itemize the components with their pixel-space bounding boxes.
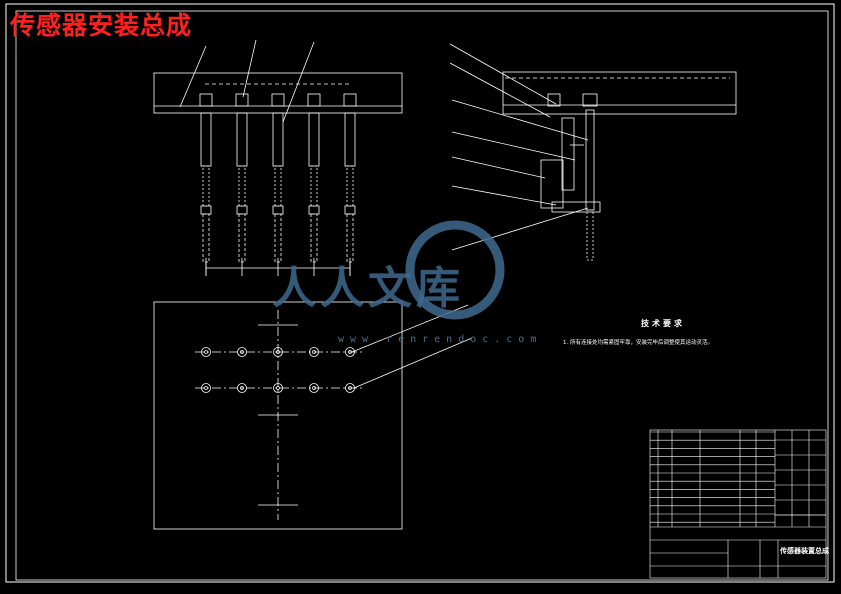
sensor-assembly [343, 93, 357, 276]
mounting-hole [309, 383, 319, 393]
technical-requirements-heading: 技术要求 [641, 319, 685, 328]
hex-nut [343, 93, 357, 107]
sensor-assembly [271, 93, 285, 276]
hole-center [276, 350, 280, 354]
side-leader-1 [449, 43, 557, 105]
hole-center [348, 350, 352, 354]
hole-grid [201, 324, 355, 506]
sensor-assembly [199, 93, 213, 276]
hole-center [348, 386, 352, 390]
hole-center [204, 386, 208, 390]
sensor-upper-body [236, 112, 248, 167]
watermark-ring [405, 220, 505, 320]
hole-center [312, 386, 316, 390]
side-base [551, 201, 601, 213]
sensor-lower-rod [238, 213, 246, 263]
watermark-brand: 人人文库 [272, 263, 464, 314]
hex-nut [235, 93, 249, 107]
watermark-url: www.renrendoc.com [338, 334, 543, 345]
mounting-hole [309, 347, 319, 357]
hole-center [312, 350, 316, 354]
sensor-upper-body [308, 112, 320, 167]
side-leader-7 [451, 207, 589, 251]
leader-3 [282, 41, 315, 123]
sensor-upper-body [272, 112, 284, 167]
sensor-lock-nut [200, 205, 212, 215]
leader-2 [242, 39, 257, 98]
mounting-hole [201, 383, 211, 393]
sensor-lock-nut [236, 205, 248, 215]
sensor-assembly [307, 93, 321, 276]
side-rod [585, 109, 595, 211]
sensor-threaded-rod [202, 165, 210, 207]
sensor-upper-body [200, 112, 212, 167]
mounting-hole [345, 347, 355, 357]
hex-nut [199, 93, 213, 107]
side-plate [502, 71, 737, 115]
sensor-upper-body [344, 112, 356, 167]
hole-center [240, 350, 244, 354]
sensor-row [199, 93, 357, 276]
plan-plate [153, 301, 403, 530]
plan-view [153, 301, 473, 530]
hole-center [276, 386, 280, 390]
sensor-lower-rod [202, 213, 210, 263]
outer-frame [5, 3, 835, 583]
mounting-hole [237, 383, 247, 393]
sensor-lock-nut [308, 205, 320, 215]
side-leader-5 [451, 156, 546, 179]
watermark [405, 220, 505, 320]
hole-center [240, 386, 244, 390]
technical-requirement-note: 1. 所有连接处均需紧固牢靠，安装完毕后调整使其运动灵活。 [563, 340, 713, 346]
mounting-hole [237, 347, 247, 357]
side-leader-4 [451, 131, 576, 161]
side-leader-3 [451, 99, 589, 141]
hole-center [204, 350, 208, 354]
sensor-assembly [235, 93, 249, 276]
mounting-hole [201, 347, 211, 357]
front-view [153, 39, 403, 276]
sensor-lock-nut [272, 205, 284, 215]
hex-nut [271, 93, 285, 107]
side-leader-2 [449, 62, 551, 118]
side-rod-thread [586, 209, 594, 261]
side-nut-left [547, 93, 561, 107]
drawing-title: 传感器安装总成 [10, 11, 193, 40]
parts-list [650, 430, 826, 527]
mounting-plate [153, 72, 403, 114]
hex-nut [307, 93, 321, 107]
side-view [449, 43, 737, 261]
sensor-lock-nut [344, 205, 356, 215]
titleblock-drawing-name: 传感器装置总成 [780, 547, 829, 555]
leader-1 [179, 45, 207, 108]
title-block [649, 429, 827, 579]
sensor-bracket [540, 159, 564, 209]
sensor-threaded-rod [346, 165, 354, 207]
side-leader-6 [451, 185, 557, 206]
titleblock-frame [649, 429, 827, 579]
sensor-threaded-rod [274, 165, 282, 207]
mounting-hole [273, 347, 283, 357]
sensor-threaded-rod [238, 165, 246, 207]
sensor-threaded-rod [310, 165, 318, 207]
sensor-body [561, 117, 575, 191]
side-nut-top [582, 93, 598, 107]
inner-frame [15, 10, 829, 581]
plan-leader-2 [353, 337, 473, 389]
mounting-hole [273, 383, 283, 393]
